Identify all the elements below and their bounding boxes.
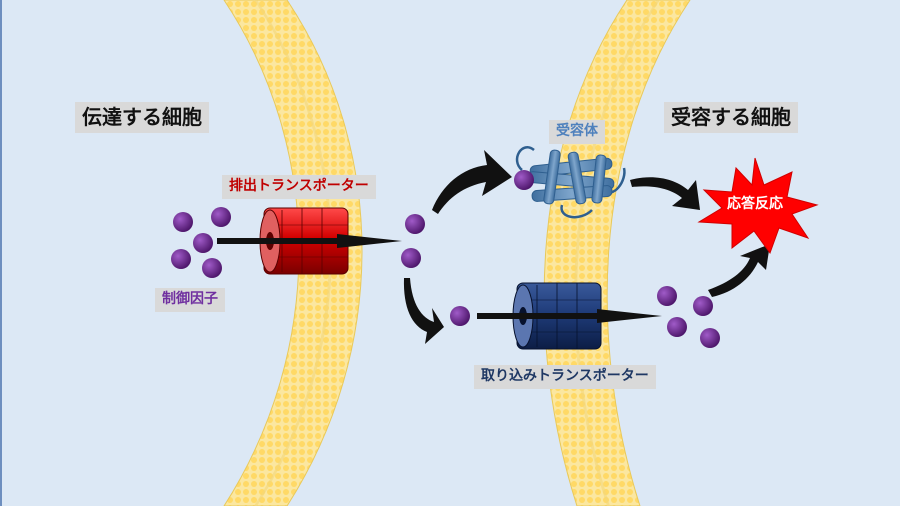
- molecule: [211, 207, 231, 227]
- response-burst: [697, 157, 819, 255]
- molecule: [700, 328, 720, 348]
- molecule: [171, 249, 191, 269]
- molecule: [405, 214, 425, 234]
- export-channel-arrow: [217, 234, 402, 248]
- response-label: 応答反応: [727, 196, 783, 212]
- sender-cell-label: 伝達する細胞: [75, 102, 209, 133]
- export-transporter-label: 排出トランスポーター: [222, 175, 376, 199]
- molecule: [202, 258, 222, 278]
- arrow-receptor-to-response: [630, 177, 700, 210]
- regulatory-factor-molecules: [171, 170, 720, 348]
- molecule: [401, 248, 421, 268]
- import-channel-arrow: [477, 309, 662, 323]
- membrane-left: [223, 0, 363, 506]
- molecule: [450, 306, 470, 326]
- regulatory-factor-label: 制御因子: [155, 288, 225, 312]
- molecule: [173, 212, 193, 232]
- molecule: [667, 317, 687, 337]
- membrane-right: [543, 0, 691, 506]
- arrow-to-import: [403, 278, 444, 344]
- arrow-import-to-response: [708, 244, 770, 297]
- molecule: [514, 170, 534, 190]
- receptor-label: 受容体: [549, 120, 605, 144]
- molecule: [657, 286, 677, 306]
- molecule: [193, 233, 213, 253]
- molecule: [693, 296, 713, 316]
- arrow-to-receptor: [432, 150, 512, 214]
- receiver-cell-label: 受容する細胞: [664, 102, 798, 133]
- import-transporter-label: 取り込みトランスポーター: [474, 365, 656, 389]
